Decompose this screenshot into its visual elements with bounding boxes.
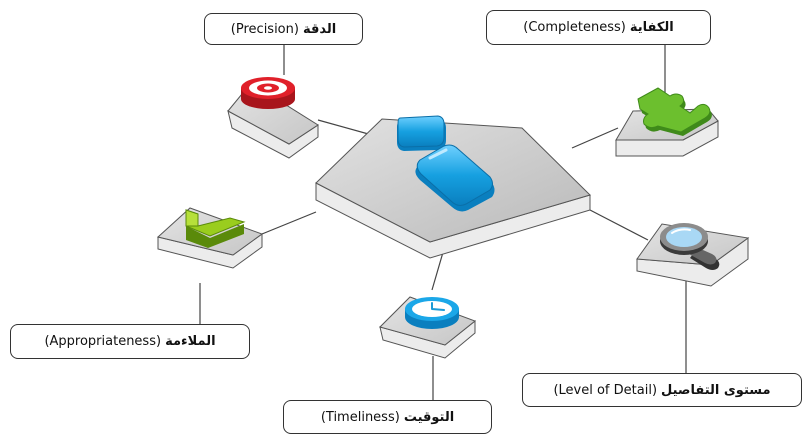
level-of-detail-label-arabic: مستوى التفاصيل: [661, 382, 771, 398]
precision-label-arabic: الدقة: [302, 21, 337, 37]
completeness-label-arabic: الكفاية: [629, 20, 674, 35]
connector-completeness-hub: [571, 127, 619, 149]
level-of-detail-label: مستوى التفاصيل (Level of Detail): [522, 373, 802, 407]
timeliness-label: التوقيت (Timeliness): [283, 400, 492, 434]
level-of-detail-label-english: (Level of Detail): [553, 382, 658, 398]
precision-label: الدقة (Precision): [204, 13, 363, 45]
appropriateness-label-arabic: الملاءمة: [165, 334, 216, 349]
target-icon: [241, 77, 295, 109]
appropriateness-label: الملاءمة (Appropriateness): [10, 324, 250, 359]
timeliness-label-english: (Timeliness): [320, 409, 400, 425]
connector-detail-hub: [589, 209, 649, 241]
appropriateness-label-english: (Appropriateness): [44, 334, 162, 349]
timeliness-label-arabic: التوقيت: [403, 409, 455, 425]
connector-precision-hub: [317, 119, 373, 136]
completeness-label: الكفاية (Completeness): [486, 10, 711, 45]
clock-icon: [405, 297, 459, 329]
connector-appropriateness-hub: [261, 211, 317, 235]
magnifier-icon: [660, 223, 720, 270]
information-i-icon: [397, 115, 495, 212]
precision-label-english: (Precision): [230, 21, 299, 37]
checkmark-icon: [185, 209, 246, 248]
completeness-label-english: (Completeness): [523, 20, 626, 35]
puzzle-piece-icon: [637, 87, 712, 136]
